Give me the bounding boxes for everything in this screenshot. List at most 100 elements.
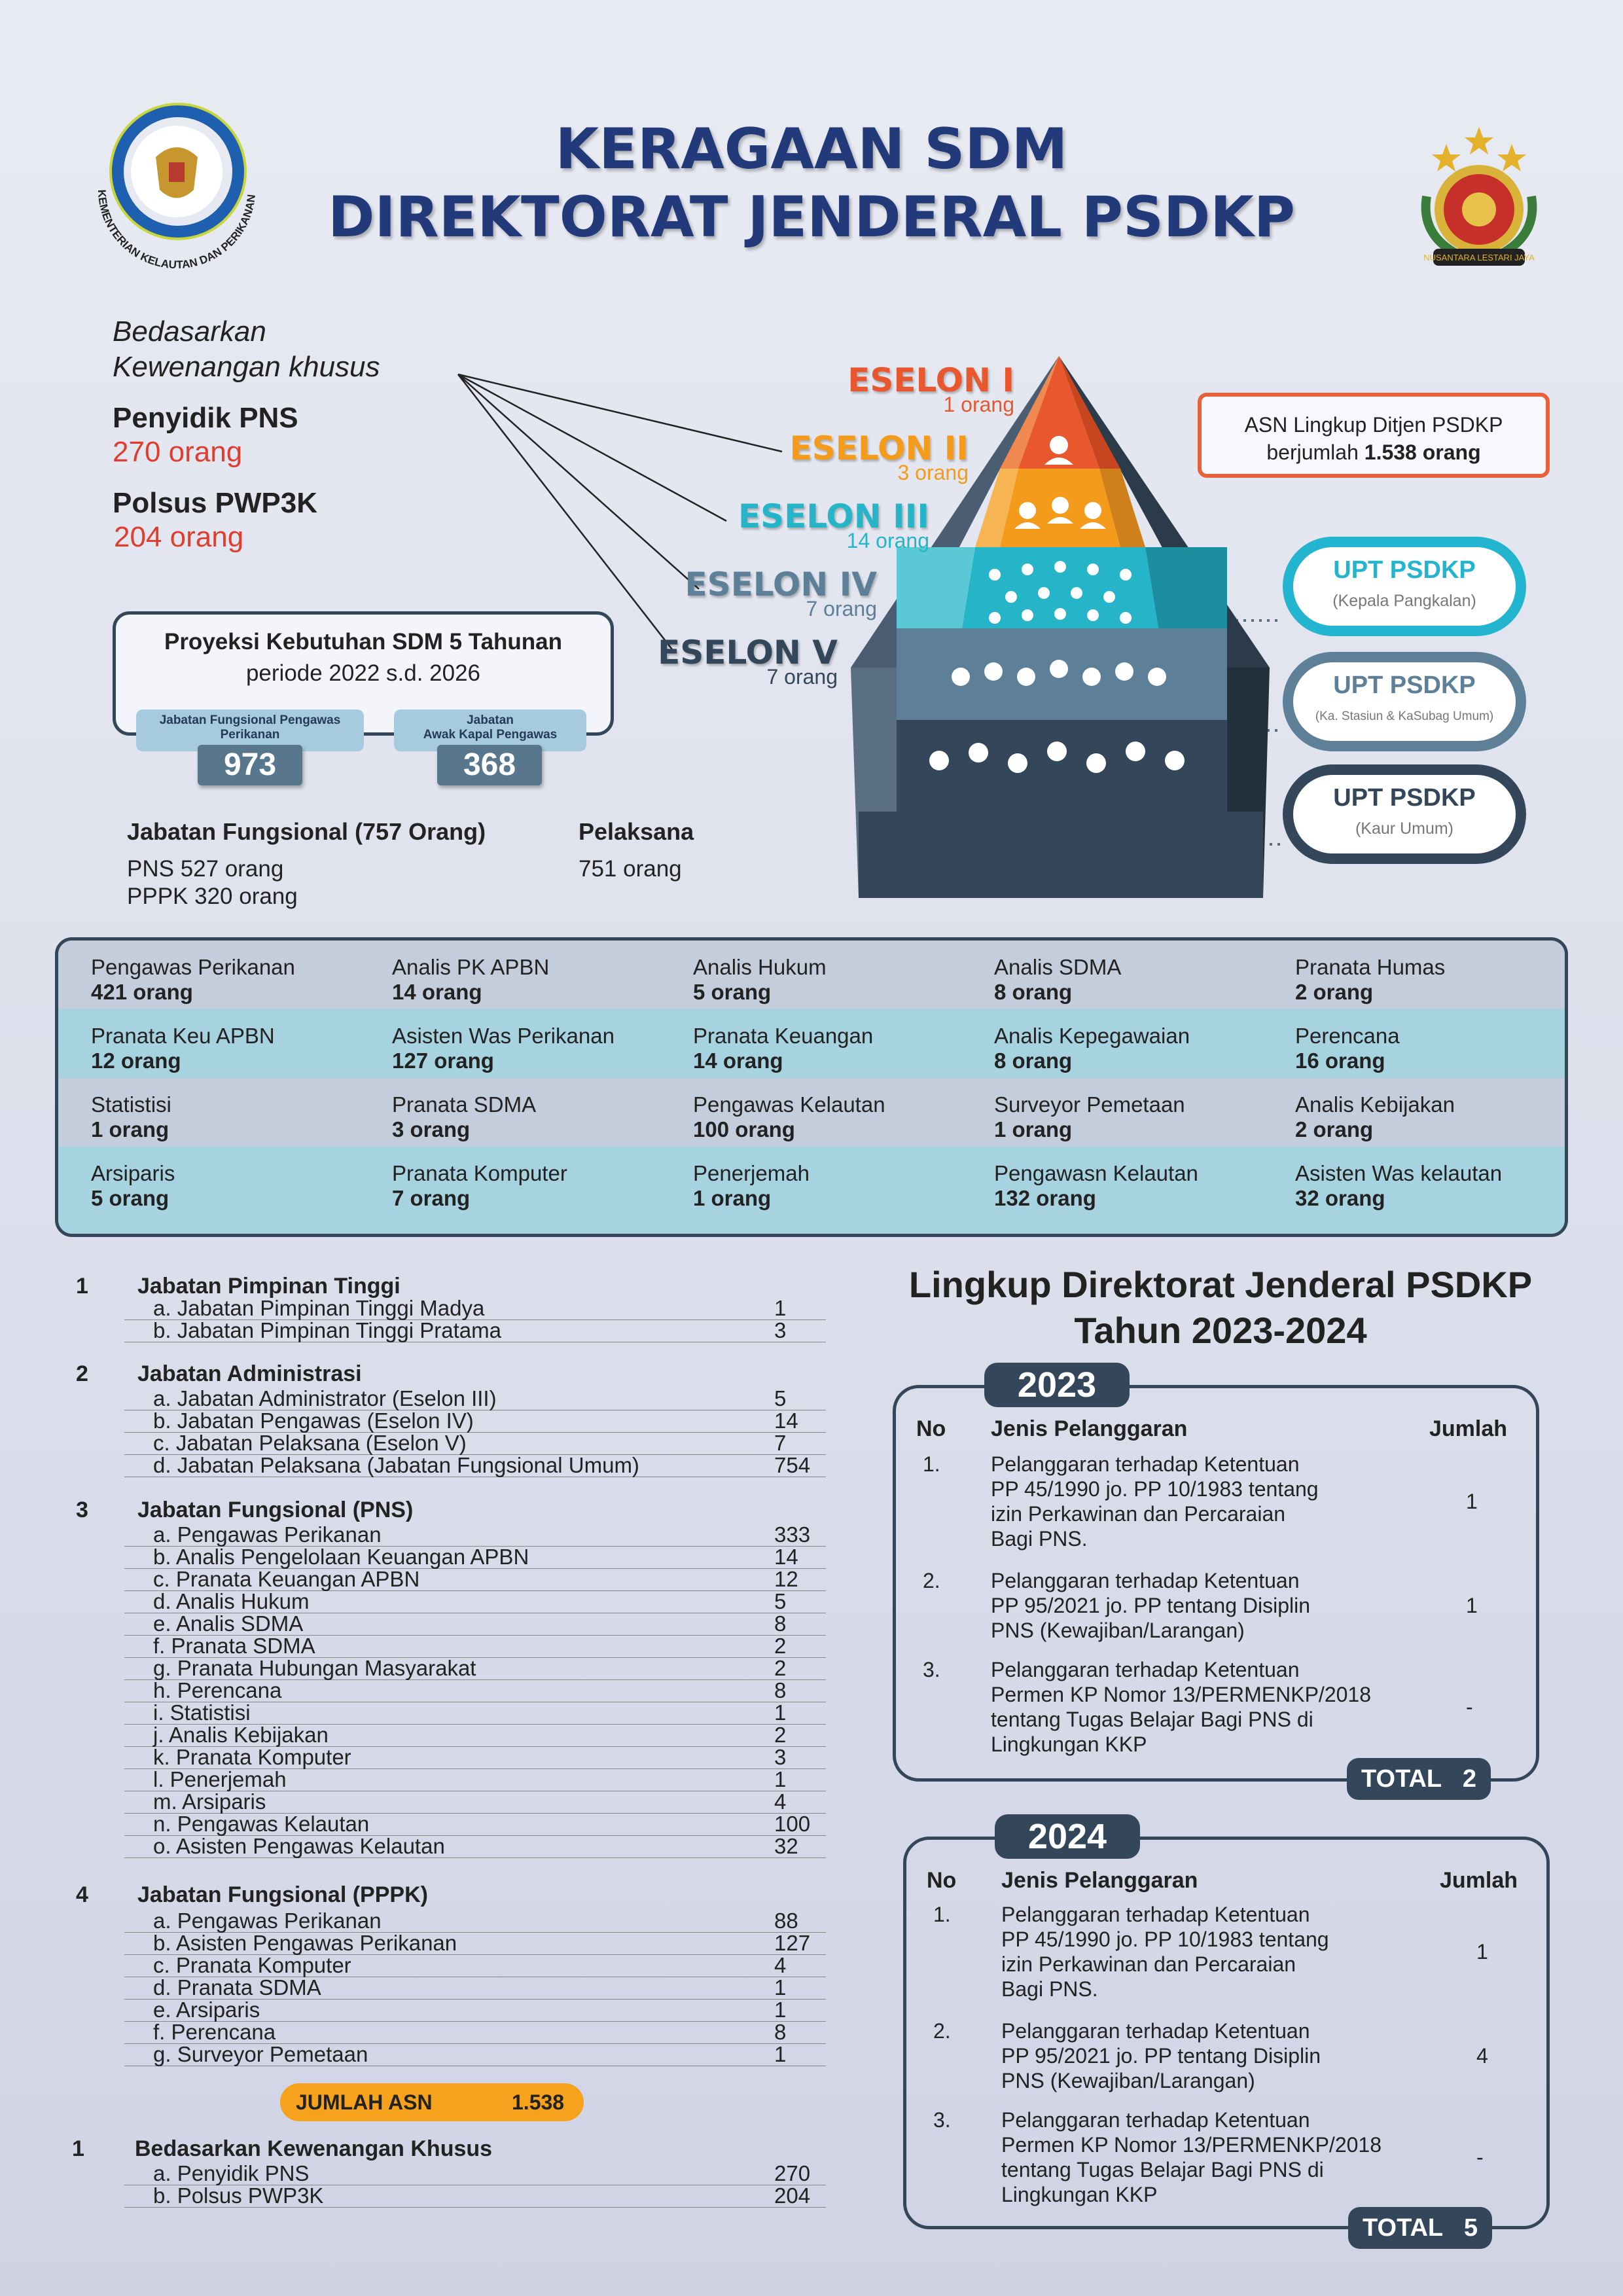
list-item-value: 4 — [774, 1953, 787, 1977]
upt-1-title: UPT PSDKP — [1333, 556, 1476, 584]
col-header-no: No — [927, 1868, 957, 1893]
penyidik-label: Penyidik PNS — [113, 402, 298, 434]
list-item-label: i. Statistisi — [153, 1700, 251, 1725]
projection-item2-value: 368 — [437, 745, 542, 785]
list-item-label: a. Penyidik PNS — [153, 2161, 310, 2185]
polsus-value: 204 orang — [114, 521, 244, 553]
violation-row-value: - — [1466, 1695, 1473, 1719]
list-section-title: Jabatan Pimpinan Tinggi — [137, 1274, 401, 1299]
upt-ka-stasiun: UPT PSDKP (Ka. Stasiun & KaSubag Umum) — [1283, 652, 1526, 751]
eselon-2-name: ESELON II — [789, 429, 969, 467]
list-item-value: 270 — [774, 2161, 811, 2185]
list-item-value: 754 — [774, 1453, 811, 1477]
col-header-jenis: Jenis Pelanggaran — [991, 1416, 1188, 1441]
list-section-number: 1 — [76, 1274, 88, 1299]
eselon-4-label: ESELON IV 7 orang — [576, 565, 877, 621]
list-section-number: 3 — [76, 1498, 88, 1522]
eselon-4-count: 7 orang — [806, 597, 877, 620]
eselon-5-label: ESELON V 7 orang — [537, 634, 838, 689]
list-item-value: 12 — [774, 1567, 798, 1591]
projection-item1-label: Jabatan Fungsional Pengawas Perikanan — [136, 709, 364, 751]
projection-subtitle: periode 2022 s.d. 2026 — [245, 660, 481, 686]
list-item-value: 2 — [774, 1634, 787, 1658]
list-item-label: j. Analis Kebijakan — [153, 1723, 329, 1747]
upt-1-sub: (Kepala Pangkalan) — [1332, 592, 1476, 610]
list-item-value: 100 — [774, 1812, 811, 1836]
list-item-label: b. Jabatan Pimpinan Tinggi Pratama — [153, 1318, 501, 1342]
violations-2024-total: TOTAL 5 — [1348, 2207, 1492, 2249]
list-item-label: e. Arsiparis — [153, 1998, 260, 2022]
list-item-label: c. Pranata Komputer — [153, 1953, 351, 1977]
list-item-label: g. Pranata Hubungan Masyarakat — [153, 1656, 476, 1680]
jf-title: Jabatan Fungsional (757 Orang) — [127, 818, 486, 845]
special-lead-1: Bedasarkan — [113, 315, 266, 348]
violations-2023-year: 2023 — [984, 1363, 1130, 1407]
projection-title: Proyeksi Kebutuhan SDM 5 Tahunan — [164, 629, 563, 655]
kkp-logo-emblem: KEMENTERIAN KELAUTAN DAN PERIKANAN — [96, 103, 258, 271]
list-item-value: 32 — [774, 1834, 798, 1858]
list-item-label: a. Jabatan Pimpinan Tinggi Madya — [153, 1296, 485, 1320]
list-section-number: 4 — [76, 1882, 88, 1907]
eselon-4-name: ESELON IV — [685, 565, 877, 603]
psdkp-logo-text: NUSANTARA LESTARI JAYA — [1423, 253, 1535, 262]
list-item-value: 7 — [774, 1431, 787, 1455]
violations-2023-total: TOTAL 2 — [1347, 1758, 1491, 1800]
projection-item2-label1: Jabatan — [467, 713, 514, 727]
col-header-jenis: Jenis Pelanggaran — [1001, 1868, 1198, 1893]
violations-2024-box — [903, 1837, 1550, 2229]
violation-row-number: 1. — [923, 1452, 940, 1476]
projection-item2-label2: Awak Kapal Pengawas — [423, 728, 558, 742]
list-item-value: 3 — [774, 1745, 787, 1769]
pelaksana-value: 751 orang — [579, 856, 682, 882]
list-item-label: k. Pranata Komputer — [153, 1745, 351, 1769]
asn-box-line2-bold: 1.538 orang — [1364, 440, 1481, 464]
list-item-value: 8 — [774, 1611, 787, 1636]
list-section-title: Jabatan Fungsional (PNS) — [137, 1498, 414, 1522]
eselon-3-name: ESELON III — [738, 497, 929, 535]
violation-row-number: 2. — [933, 2019, 951, 2043]
jf-pns: PNS 527 orang — [127, 856, 284, 882]
violation-row-text: Pelanggaran terhadap Ketentuan Permen KP… — [991, 1658, 1371, 1756]
eselon-3-label: ESELON III 14 orang — [628, 497, 929, 553]
violation-row-text: Pelanggaran terhadap Ketentuan PP 45/199… — [1001, 1903, 1329, 2001]
upt-2-title: UPT PSDKP — [1333, 672, 1476, 699]
upt-2-sub: (Ka. Stasiun & KaSubag Umum) — [1315, 709, 1494, 723]
list-item-label: m. Arsiparis — [153, 1789, 266, 1814]
list-item-value: 4 — [774, 1789, 787, 1814]
list-item-label: a. Pengawas Perikanan — [153, 1522, 382, 1547]
eselon-pyramid — [851, 356, 1270, 898]
list-item-label: d. Analis Hukum — [153, 1589, 310, 1613]
special-lead-2: Kewenangan khusus — [113, 351, 380, 383]
eselon-5-count: 7 orang — [766, 665, 838, 689]
list-item-value: 2 — [774, 1656, 787, 1680]
list-item-label: a. Jabatan Administrator (Eselon III) — [153, 1386, 497, 1410]
list-item: c. Pranata Komputer 4 — [124, 1954, 826, 1977]
list-item-value: 14 — [774, 1545, 798, 1569]
violations-2023-box — [893, 1385, 1539, 1782]
